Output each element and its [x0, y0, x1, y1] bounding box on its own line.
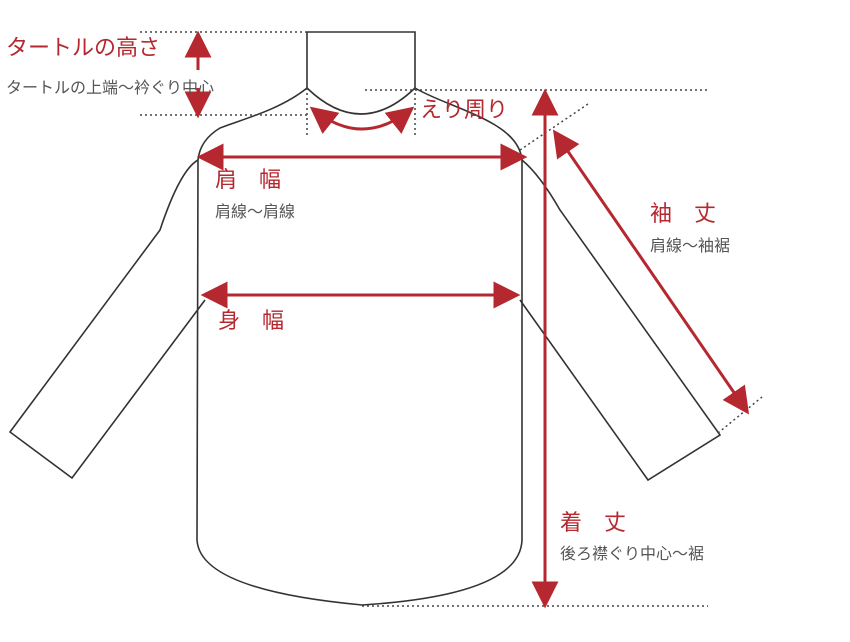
- shoulder-title: 肩 幅: [215, 168, 282, 193]
- shoulder-desc: 肩線～肩線: [215, 202, 296, 221]
- sleeve-desc: 肩線～袖裾: [650, 236, 731, 255]
- neck-title: えり周り: [420, 98, 509, 123]
- length-title: 着 丈: [560, 511, 627, 536]
- shoulder-point-guide: [519, 103, 589, 151]
- neck-arrow: [309, 106, 415, 134]
- garment-body-outline: [196, 87, 523, 606]
- sleeve-title: 袖 丈: [650, 202, 717, 227]
- body-width-title: 身 幅: [218, 309, 285, 334]
- neckline-curve: [306, 87, 416, 115]
- sleeve-length-arrow: [552, 129, 750, 415]
- turtle-height-desc: タートルの上端～衿ぐり中心: [6, 78, 215, 97]
- turtleneck-collar-outline: [306, 31, 416, 88]
- turtle-height-title: タートルの高さ: [6, 36, 161, 61]
- length-desc: 後ろ襟ぐり中心～裾: [560, 544, 705, 563]
- left-sleeve-outline: [8, 159, 206, 480]
